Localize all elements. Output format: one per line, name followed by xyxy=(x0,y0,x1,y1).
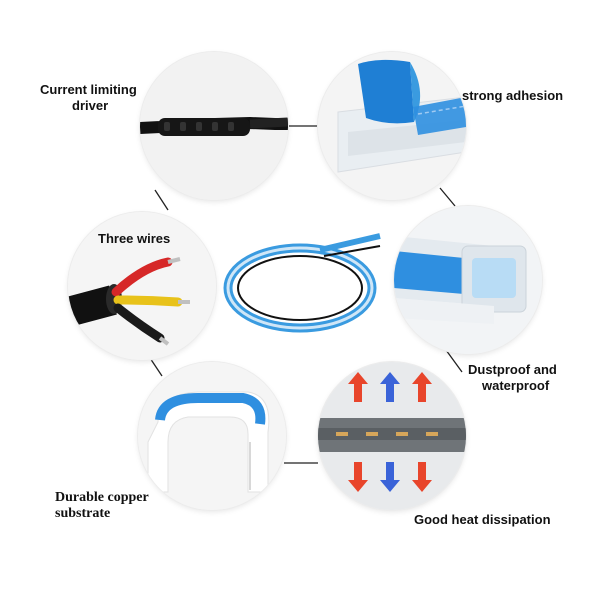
down-arrow-icon xyxy=(348,462,432,492)
waterproof-end-cap-image xyxy=(394,206,542,354)
led-strip-coil-image xyxy=(223,233,381,333)
adhesion-tape-image xyxy=(318,52,466,200)
heat-dissipation-image xyxy=(318,362,466,510)
copper-substrate-circle xyxy=(138,362,286,510)
driver-cable-image xyxy=(140,52,288,200)
label-strong-adhesion: strong adhesion xyxy=(462,88,564,103)
copper-substrate-image xyxy=(138,362,286,510)
heat-dissipation-circle xyxy=(318,362,466,510)
label-current-limiting-driver: Current limiting driver xyxy=(40,82,137,113)
label-good-heat-dissipation: Good heat dissipation xyxy=(414,512,551,527)
label-three-wires: Three wires xyxy=(98,231,171,246)
label-durable-copper-substrate: Durable copper substrate xyxy=(55,490,149,521)
wires-circle xyxy=(68,212,216,360)
led-strip-product xyxy=(220,230,386,338)
three-wires-image xyxy=(68,212,216,360)
adhesion-circle xyxy=(318,52,466,200)
up-arrow-icon xyxy=(348,372,432,402)
label-dustproof-waterproof: Dustproof and waterproof xyxy=(468,362,557,393)
waterproof-circle xyxy=(394,206,542,354)
driver-circle xyxy=(140,52,288,200)
